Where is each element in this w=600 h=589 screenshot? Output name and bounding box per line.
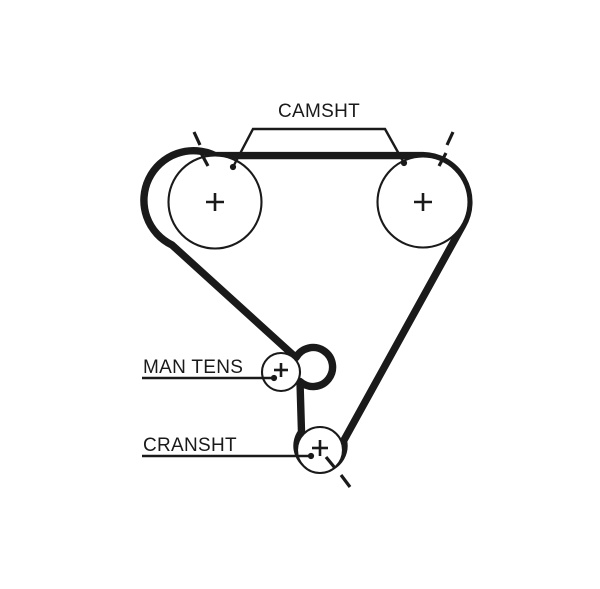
cransht-label: CRANSHT (143, 435, 237, 456)
camshaft-label: CAMSHT (278, 101, 360, 122)
cransht-leader-dot (307, 452, 315, 460)
tick-mark-camshaft-left-outer (192, 131, 202, 146)
man-tens-leader: MAN TENS (142, 357, 278, 382)
timing-tick-marks (192, 131, 455, 488)
center-cross-manual-tensioner (274, 363, 288, 377)
man-tens-leader-dot (270, 374, 278, 382)
camshaft-leader-bracket: CAMSHT (229, 101, 408, 171)
tick-mark-crankshaft-inner (324, 455, 337, 470)
center-marks (206, 193, 432, 456)
camshaft-bracket-path (231, 127, 406, 168)
tick-mark-camshaft-right-inner (437, 152, 448, 167)
center-cross-crankshaft (312, 440, 328, 456)
tick-mark-crankshaft-outer (339, 474, 352, 488)
center-cross-camshaft-left (206, 193, 224, 211)
camshaft-leader-dot-left (229, 163, 237, 171)
tick-mark-camshaft-right-outer (445, 131, 455, 146)
center-cross-camshaft-right (414, 193, 432, 211)
cransht-leader: CRANSHT (142, 435, 315, 460)
camshaft-leader-dot-right (400, 159, 408, 167)
tick-mark-camshaft-left-inner (199, 152, 210, 167)
man-tens-label: MAN TENS (143, 357, 243, 378)
